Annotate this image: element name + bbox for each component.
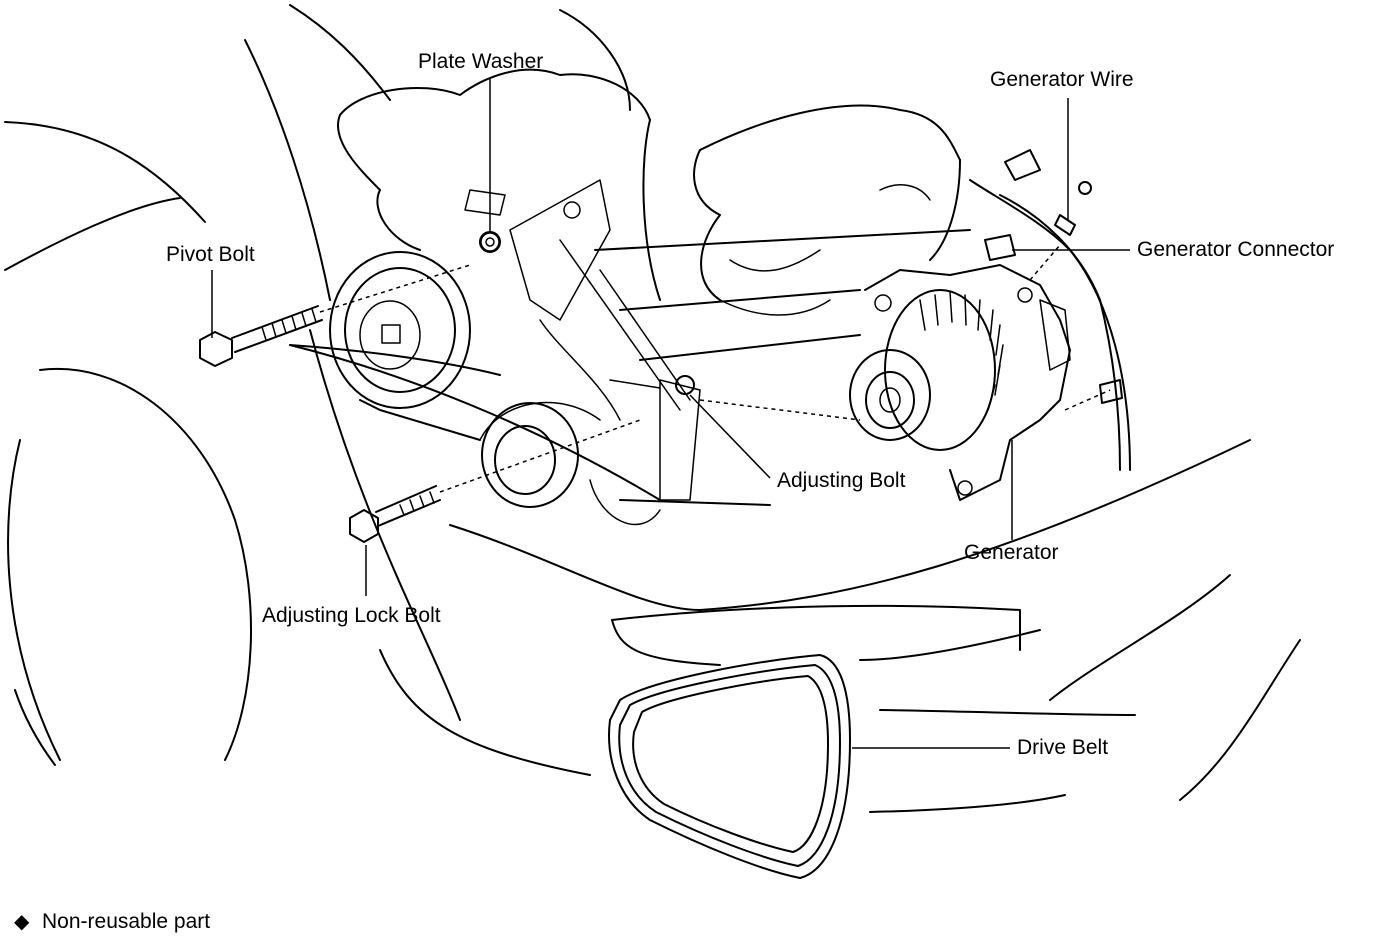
adjusting-bolt-drawing — [609, 375, 861, 421]
pivot-bolt-label: Pivot Bolt — [166, 243, 255, 266]
drive-belt-label: Drive Belt — [1017, 736, 1109, 759]
crank-pulley — [329, 251, 481, 441]
plate-washer-drawing — [479, 231, 501, 253]
generator-connector-label: Generator Connector — [1137, 238, 1335, 261]
generator-drawing — [849, 244, 1111, 501]
plate-washer-label: Plate Washer — [418, 50, 544, 73]
pivot-bolt-drawing — [199, 264, 471, 367]
engine-block — [337, 68, 971, 526]
generator-wire-label: Generator Wire — [990, 68, 1134, 91]
adjusting-bolt-label: Adjusting Bolt — [777, 469, 906, 492]
generator-label: Generator — [964, 541, 1059, 564]
belt-path — [289, 344, 661, 501]
drive-belt-drawing — [608, 654, 851, 879]
adjusting-lock-bolt-label: Adjusting Lock Bolt — [262, 604, 441, 627]
vehicle-body-outline — [4, 4, 1301, 813]
leader-lines — [211, 78, 1130, 749]
generator-wire-drawing — [969, 149, 1131, 471]
adjusting-lock-bolt-drawing — [349, 419, 641, 543]
legend-text: Non-reusable part — [42, 910, 211, 933]
idler-pulley — [479, 401, 601, 508]
diamond-icon: ◆ — [14, 909, 30, 933]
